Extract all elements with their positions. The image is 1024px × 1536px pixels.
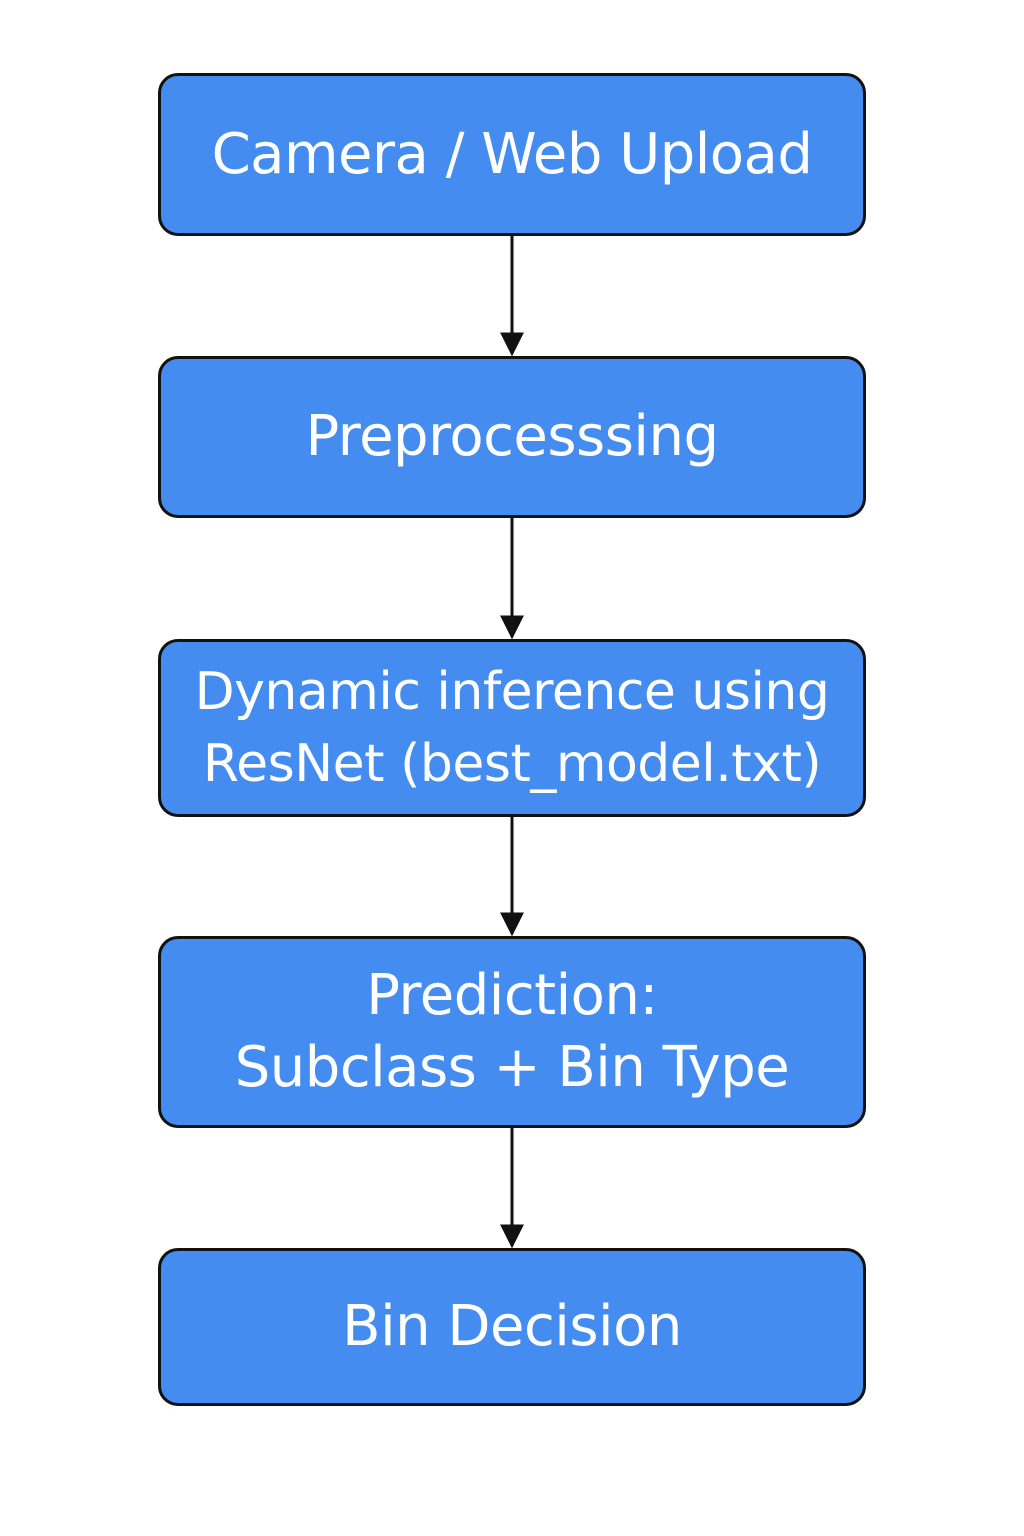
node-dynamic-inference: Dynamic inference using ResNet (best_mod… (158, 639, 866, 817)
node-label-line-1: Prediction: (366, 963, 658, 1028)
node-label-line-2: ResNet (best_model.txt) (202, 734, 822, 794)
node-label-line-1: Dynamic inference using (194, 662, 830, 722)
node-label: Preprocesssing (305, 404, 720, 469)
node-bin-decision: Bin Decision (158, 1248, 866, 1406)
node-label: Bin Decision (342, 1294, 682, 1359)
node-label: Camera / Web Upload (211, 121, 813, 187)
node-preprocessing: Preprocesssing (158, 356, 866, 518)
node-label-line-2: Subclass + Bin Type (234, 1035, 790, 1100)
node-camera-web-upload: Camera / Web Upload (158, 73, 866, 236)
node-prediction: Prediction: Subclass + Bin Type (158, 936, 866, 1128)
